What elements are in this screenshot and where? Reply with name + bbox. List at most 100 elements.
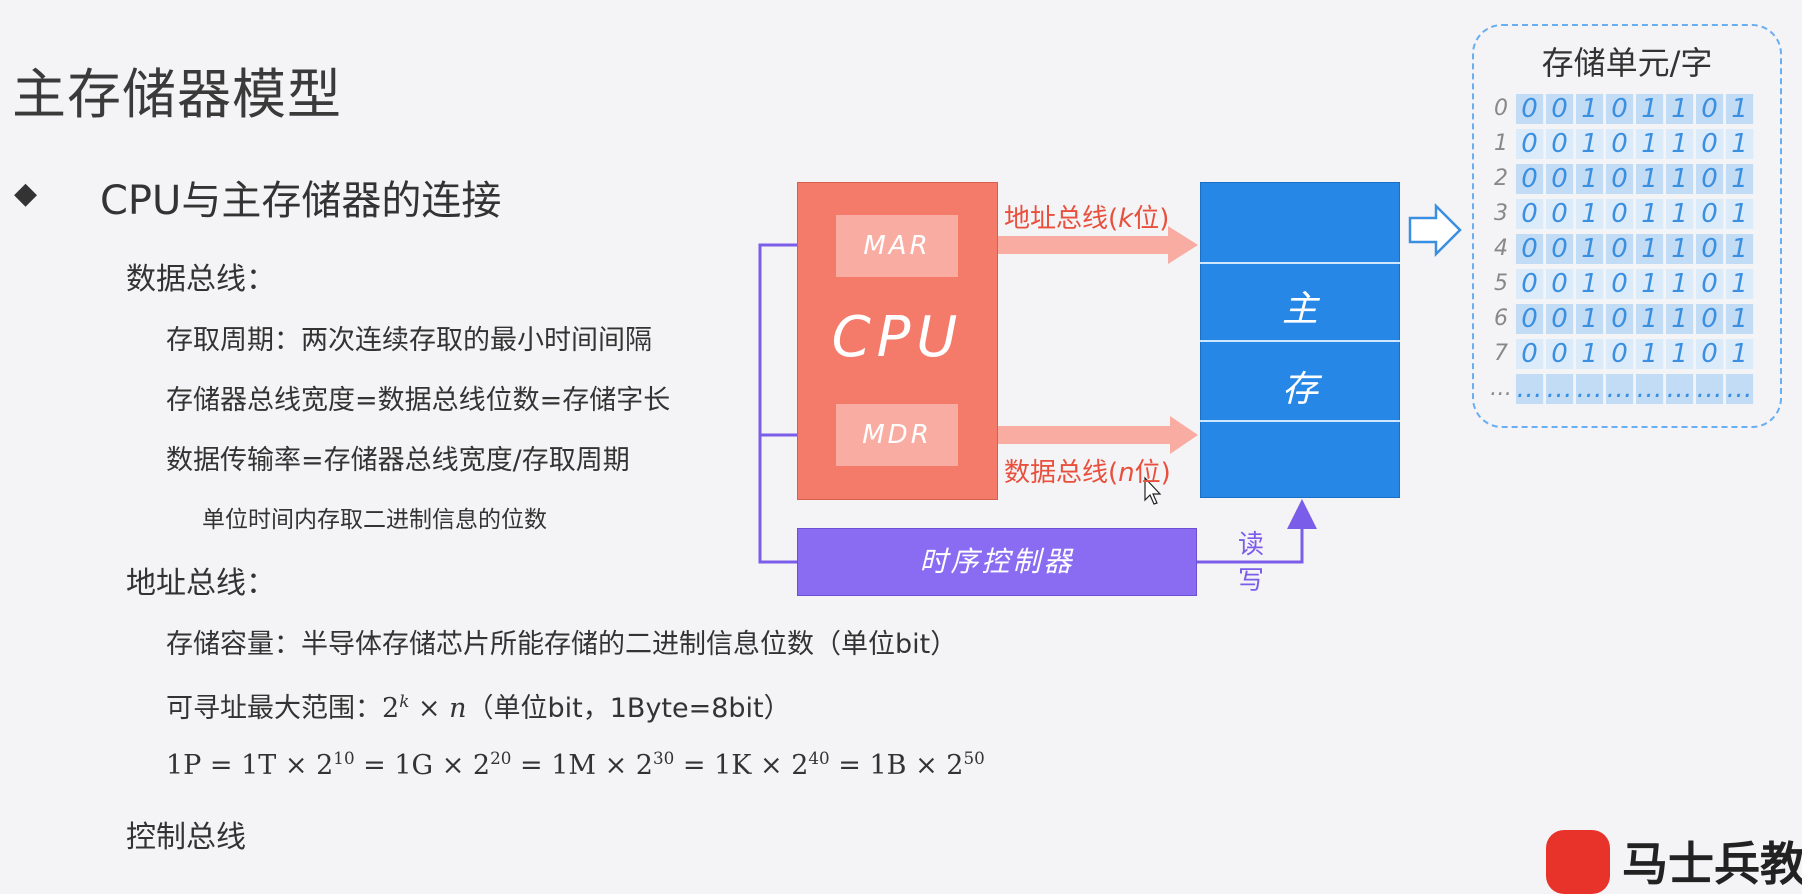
range-n: n — [449, 693, 467, 724]
bit-cell: 0 — [1546, 269, 1574, 299]
rw-line — [1197, 499, 1317, 564]
bit-cell: 1 — [1576, 269, 1604, 299]
memory-divider — [1200, 340, 1400, 342]
data-bus-var: n — [1118, 458, 1135, 488]
control-bus-label: 控制总线 — [126, 820, 246, 855]
bit-cell: … — [1516, 374, 1544, 404]
bit-cell: 0 — [1516, 304, 1544, 334]
timing-controller: 时序控制器 — [797, 528, 1197, 596]
unit-conversion-formula: 1P = 1T × 210 = 1G × 220 = 1M × 230 = 1K… — [166, 750, 985, 781]
bit-cell: 0 — [1516, 94, 1544, 124]
formula-exponent: 10 — [333, 748, 355, 768]
bit-cell: 0 — [1696, 234, 1724, 264]
bit-cell: 0 — [1696, 339, 1724, 369]
bit-cell: 1 — [1576, 339, 1604, 369]
row-index: 1 — [1494, 131, 1508, 156]
bit-cell: 1 — [1576, 94, 1604, 124]
bit-cell: 0 — [1696, 199, 1724, 229]
bit-cell: 0 — [1546, 94, 1574, 124]
bit-cell: 1 — [1726, 94, 1754, 124]
section-heading: CPU与主存储器的连接 — [100, 178, 502, 224]
memory-divider — [1200, 420, 1400, 422]
address-bus-prefix: 地址总线( — [1004, 204, 1119, 234]
bit-cell: 0 — [1606, 339, 1634, 369]
bit-cell: 0 — [1696, 304, 1724, 334]
mouse-cursor-icon — [1144, 476, 1162, 505]
bit-cell: 0 — [1516, 129, 1544, 159]
bit-cell: 0 — [1516, 269, 1544, 299]
formula-text: = 1G × 2 — [354, 750, 491, 781]
bit-cell: … — [1606, 374, 1634, 404]
formula-text: = 1K × 2 — [674, 750, 809, 781]
formula-exponent: 40 — [808, 748, 830, 768]
bit-cell: 0 — [1546, 339, 1574, 369]
data-bus-item-2: 存储器总线宽度=数据总线位数=存储字长 — [166, 385, 671, 416]
bit-cell: 1 — [1666, 234, 1694, 264]
range-suffix: （单位bit，1Byte=8bit） — [466, 693, 791, 724]
bit-cell: … — [1636, 374, 1664, 404]
memory-divider — [1200, 262, 1400, 264]
bit-cell: 0 — [1516, 234, 1544, 264]
row-index: 4 — [1494, 236, 1508, 261]
read-label: 读 — [1238, 530, 1265, 560]
bit-cell: 1 — [1666, 339, 1694, 369]
bit-cell: 1 — [1636, 199, 1664, 229]
bit-cell: 0 — [1606, 269, 1634, 299]
bit-cell: 0 — [1696, 269, 1724, 299]
data-bus-diagram-label: 数据总线(n位) — [1004, 452, 1171, 489]
bit-cell: … — [1666, 374, 1694, 404]
bit-cell: 0 — [1516, 164, 1544, 194]
bit-cell: 0 — [1546, 199, 1574, 229]
bit-cell: 1 — [1666, 164, 1694, 194]
row-index: 0 — [1494, 96, 1508, 121]
cpu-label: CPU — [831, 305, 964, 370]
bit-cell: 1 — [1576, 234, 1604, 264]
bit-cell: … — [1726, 374, 1754, 404]
row-index: 6 — [1494, 306, 1508, 331]
formula-exponent: 20 — [490, 748, 512, 768]
bit-cell: 0 — [1546, 164, 1574, 194]
bit-cell: 1 — [1726, 304, 1754, 334]
storage-unit-panel — [1472, 24, 1782, 428]
data-bus-item-1: 存取周期：两次连续存取的最小时间间隔 — [166, 325, 652, 356]
bit-cell: … — [1546, 374, 1574, 404]
bit-cell: 0 — [1696, 94, 1724, 124]
bit-cell: 0 — [1606, 199, 1634, 229]
diamond-bullet-icon: ◆ — [14, 176, 38, 211]
bit-cell: 0 — [1606, 164, 1634, 194]
bit-cell: 1 — [1666, 94, 1694, 124]
hollow-arrow-icon — [1408, 202, 1462, 258]
bit-cell: 1 — [1576, 199, 1604, 229]
data-bus-note: 单位时间内存取二进制信息的位数 — [202, 507, 547, 533]
bit-cell: … — [1696, 374, 1724, 404]
bit-cell: 0 — [1546, 129, 1574, 159]
bit-cell: 1 — [1636, 164, 1664, 194]
range-times: × — [409, 693, 450, 724]
data-bus-prefix: 数据总线( — [1004, 458, 1119, 488]
brand-logo-icon — [1546, 830, 1610, 894]
write-label: 写 — [1238, 566, 1265, 596]
bit-cell: 0 — [1696, 164, 1724, 194]
bit-cell: 0 — [1606, 129, 1634, 159]
address-bus-arrow — [958, 226, 1198, 264]
bit-cell: 0 — [1606, 304, 1634, 334]
range-base: 2 — [382, 693, 400, 724]
data-bus-suffix: 位) — [1134, 458, 1171, 488]
formula-text: 1P = 1T × 2 — [166, 750, 334, 781]
address-bus-suffix: 位) — [1133, 204, 1170, 234]
page-title: 主存储器模型 — [12, 63, 342, 126]
bit-cell: 1 — [1636, 234, 1664, 264]
formula-exponent: 30 — [653, 748, 675, 768]
brand-logo-text: 马士兵教 — [1622, 837, 1802, 891]
bit-cell: 1 — [1666, 269, 1694, 299]
formula-exponent: 50 — [963, 748, 985, 768]
bit-cell: 1 — [1726, 199, 1754, 229]
formula-text: = 1B × 2 — [829, 750, 964, 781]
data-bus-label: 数据总线： — [126, 262, 276, 297]
row-index: 2 — [1494, 166, 1508, 191]
bit-cell: 1 — [1636, 129, 1664, 159]
address-bus-label: 地址总线(k位) — [1004, 198, 1169, 235]
bit-cell: 1 — [1636, 339, 1664, 369]
bit-cell: 1 — [1576, 164, 1604, 194]
bit-cell: 0 — [1606, 234, 1634, 264]
